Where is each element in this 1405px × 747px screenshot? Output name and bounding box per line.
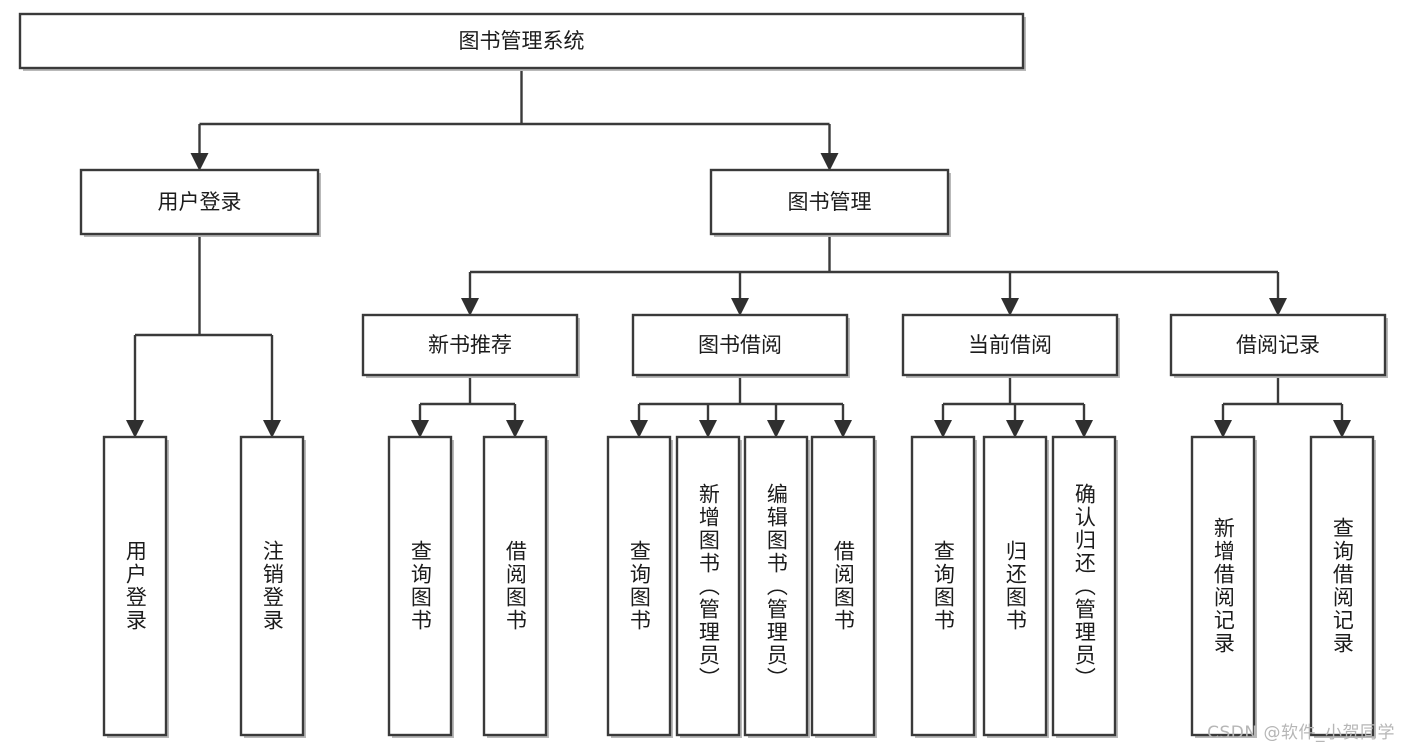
arrow-head-icon <box>1006 420 1024 438</box>
arrow-head-icon <box>699 420 717 438</box>
node-leaf-confirm-return-admin[interactable] <box>1051 435 1118 738</box>
node-box[interactable] <box>1169 313 1387 377</box>
node-box[interactable] <box>102 435 168 737</box>
node-box[interactable] <box>901 313 1119 377</box>
arrow-head-icon <box>1214 420 1232 438</box>
node-book-borrow[interactable]: 图书借阅 <box>631 313 850 378</box>
node-box[interactable] <box>675 435 741 737</box>
connector-group-user-login <box>126 234 281 438</box>
arrow-head-icon <box>461 298 479 316</box>
node-label: 用户登录 <box>158 190 242 214</box>
node-box[interactable] <box>239 435 305 737</box>
arrow-head-icon <box>1001 298 1019 316</box>
node-leaf-return-book[interactable] <box>982 435 1049 738</box>
node-box[interactable] <box>79 168 320 236</box>
node-leaf-add-borrow-record[interactable] <box>1190 435 1257 738</box>
node-leaf-borrow-book-rec[interactable] <box>482 435 549 738</box>
node-box[interactable] <box>18 12 1025 70</box>
node-box[interactable] <box>482 435 548 737</box>
node-box[interactable] <box>709 168 950 236</box>
connector-group-book-manage <box>461 234 1287 316</box>
connector-group-borrow-record <box>1214 375 1351 438</box>
arrow-head-icon <box>834 420 852 438</box>
node-current-borrow[interactable]: 当前借阅 <box>901 313 1120 378</box>
node-box[interactable] <box>606 435 672 737</box>
node-root[interactable]: 图书管理系统 <box>18 12 1026 71</box>
node-label: 新书推荐 <box>428 333 512 357</box>
node-box[interactable] <box>387 435 453 737</box>
connector-group-book-borrow <box>630 375 852 438</box>
node-user-login[interactable]: 用户登录 <box>79 168 321 237</box>
node-leaf-user-login[interactable] <box>102 435 169 738</box>
connector-group-root <box>190 68 839 171</box>
arrow-head-icon <box>1269 298 1287 316</box>
node-leaf-query-borrow-record[interactable] <box>1309 435 1376 738</box>
node-leaf-query-book-rec[interactable] <box>387 435 454 738</box>
arrow-head-icon <box>263 420 281 438</box>
connector-group-new-book-recommend <box>411 375 524 438</box>
arrow-head-icon <box>731 298 749 316</box>
arrow-head-icon <box>767 420 785 438</box>
arrow-head-icon <box>411 420 429 438</box>
watermark-text: CSDN @软件_小贺同学 <box>1207 723 1395 743</box>
node-box[interactable] <box>910 435 976 737</box>
node-box[interactable] <box>982 435 1048 737</box>
arrow-head-icon <box>820 153 839 171</box>
node-box[interactable] <box>361 313 579 377</box>
arrow-head-icon <box>1333 420 1351 438</box>
node-label: 当前借阅 <box>968 333 1052 357</box>
arrow-head-icon <box>190 153 209 171</box>
node-leaf-query-book-current[interactable] <box>910 435 977 738</box>
node-box[interactable] <box>1190 435 1256 737</box>
node-box[interactable] <box>743 435 809 737</box>
node-leaf-edit-book-admin[interactable] <box>743 435 810 738</box>
node-box[interactable] <box>1309 435 1375 737</box>
node-leaf-borrow-book[interactable] <box>810 435 877 738</box>
node-box[interactable] <box>631 313 849 377</box>
node-box[interactable] <box>810 435 876 737</box>
node-label: 图书管理 <box>788 190 872 214</box>
node-borrow-record[interactable]: 借阅记录 <box>1169 313 1388 378</box>
arrow-head-icon <box>1075 420 1093 438</box>
arrow-head-icon <box>126 420 144 438</box>
arrow-head-icon <box>506 420 524 438</box>
node-box[interactable] <box>1051 435 1117 737</box>
arrow-head-icon <box>630 420 648 438</box>
connector-group-current-borrow <box>934 375 1093 438</box>
node-label: 图书借阅 <box>698 333 782 357</box>
node-new-book-recommend[interactable]: 新书推荐 <box>361 313 580 378</box>
node-leaf-add-book-admin[interactable] <box>675 435 742 738</box>
node-book-manage[interactable]: 图书管理 <box>709 168 951 237</box>
node-label: 图书管理系统 <box>459 29 585 53</box>
arrow-head-icon <box>934 420 952 438</box>
node-label: 借阅记录 <box>1236 333 1320 357</box>
node-leaf-query-book-borrow[interactable] <box>606 435 673 738</box>
node-leaf-logout-login[interactable] <box>239 435 306 738</box>
